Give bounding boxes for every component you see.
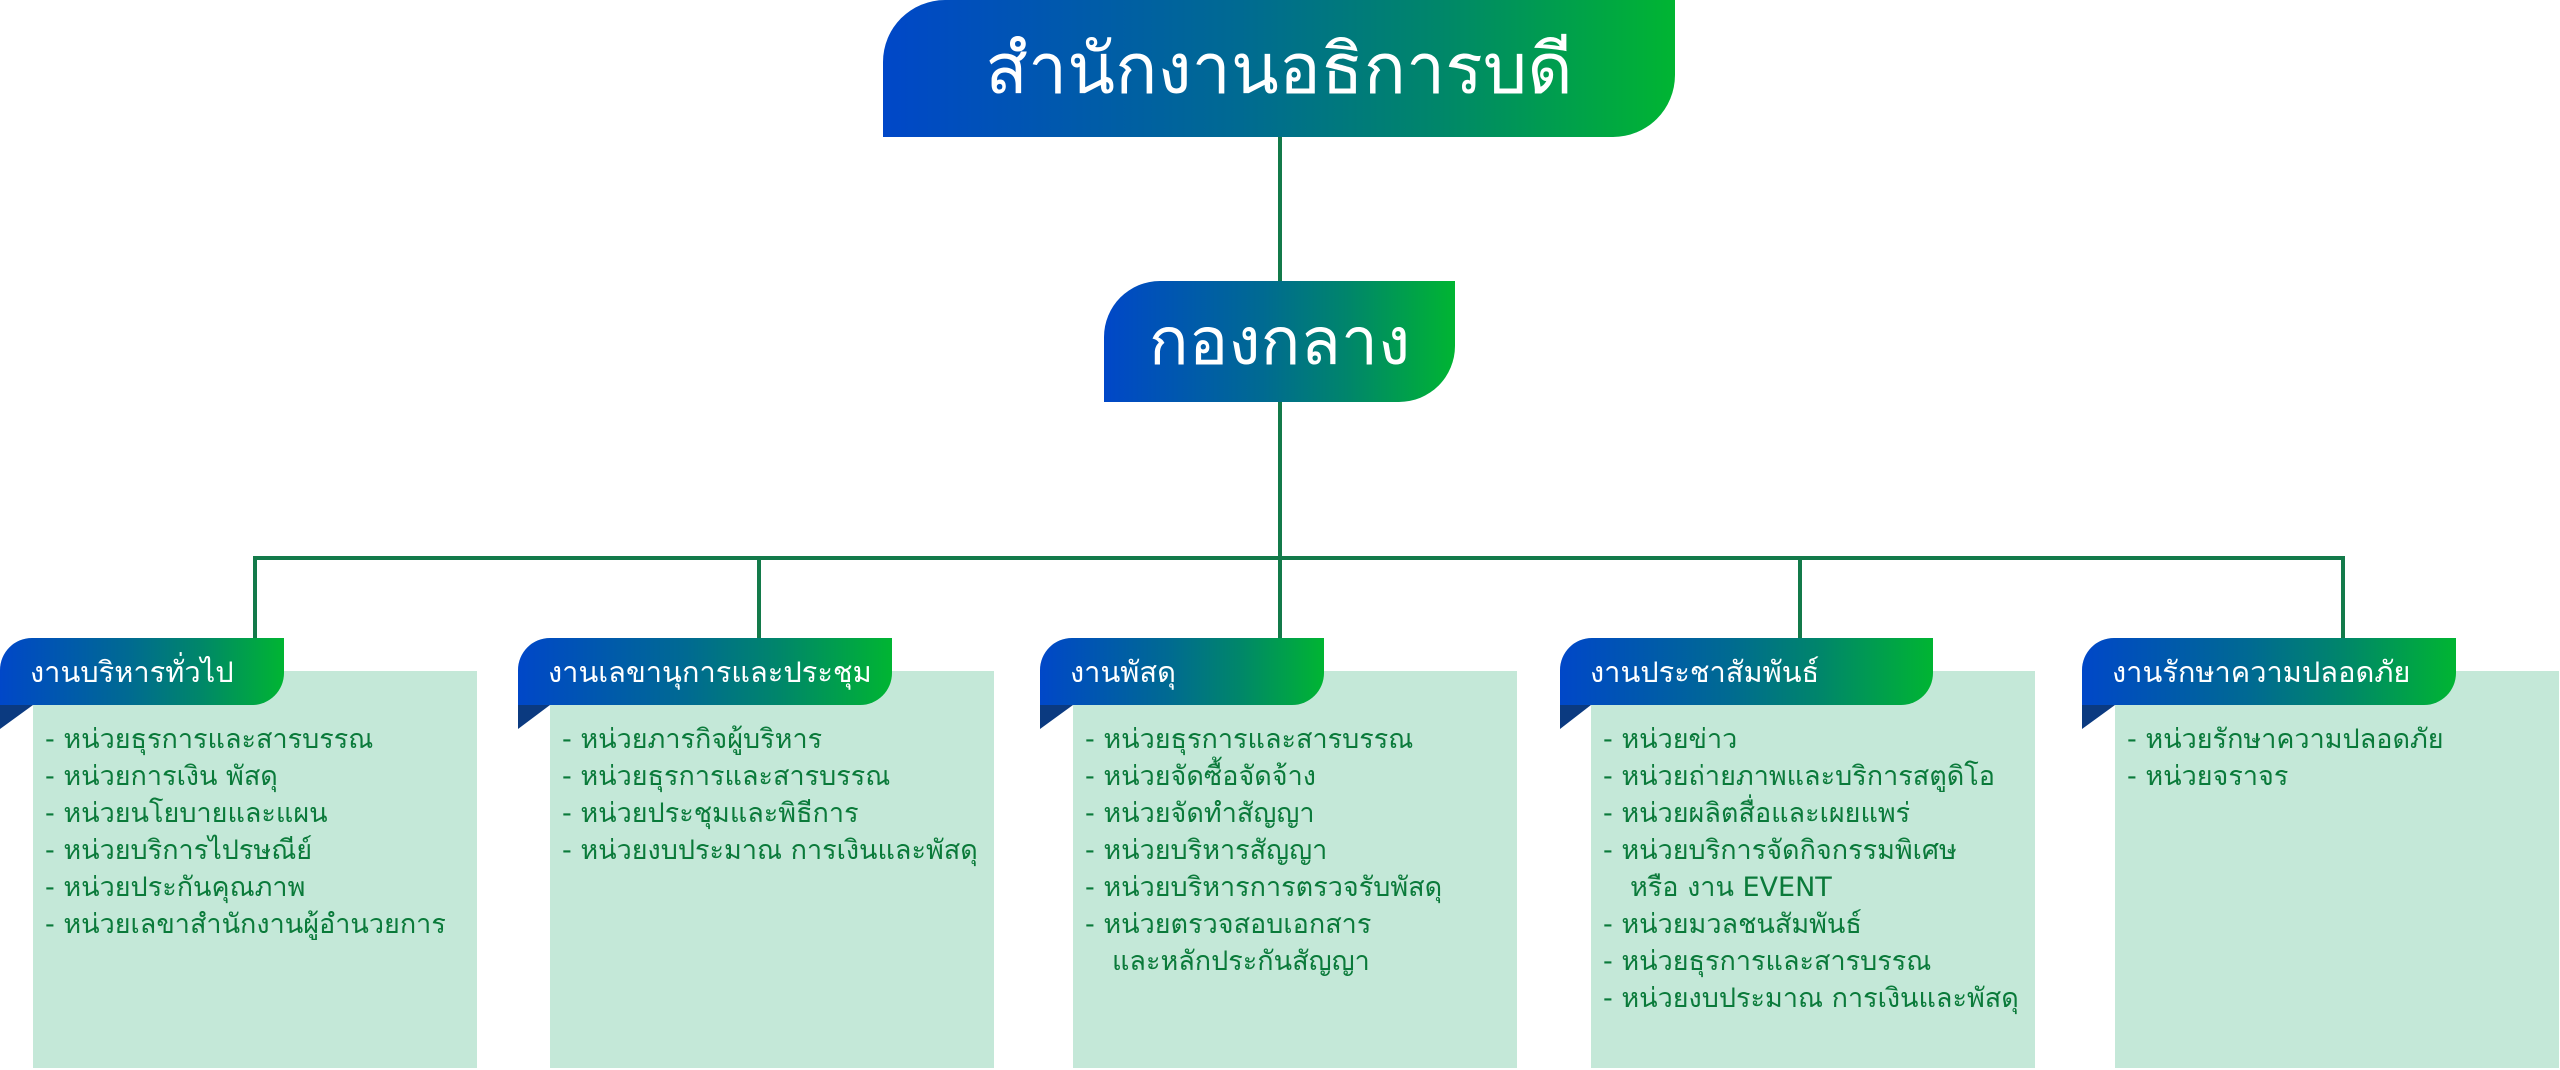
unit-item: - หน่วยธุรการและสารบรรณ <box>45 724 374 755</box>
unit-item: - หน่วยจราจร <box>2127 761 2289 792</box>
header-fold-shadow <box>518 705 550 729</box>
header-fold-shadow <box>1560 705 1591 729</box>
office-title: สำนักงานอธิการบดี <box>985 28 1573 110</box>
section-title: งานพัสดุ <box>1070 654 1176 689</box>
unit-item: - หน่วยถ่ายภาพและบริการสตูดิโอ <box>1603 761 1996 792</box>
section-header: งานพัสดุ <box>1040 638 1324 705</box>
unit-item: - หน่วยธุรการและสารบรรณ <box>1603 946 1932 977</box>
unit-item: - หน่วยเลขาสำนักงานผู้อำนวยการ <box>45 909 446 940</box>
connector-line <box>757 556 761 638</box>
unit-item: - หน่วยภารกิจผู้บริหาร <box>562 724 823 755</box>
section-box: - หน่วยรักษาความปลอดภัย - หน่วยจราจร <box>2115 671 2559 1068</box>
connector-line <box>1798 556 1802 638</box>
header-fold-shadow <box>0 705 33 729</box>
connector-line <box>253 556 257 638</box>
unit-item: - หน่วยบริหารการตรวจรับพัสดุ <box>1085 872 1443 903</box>
unit-item: - หน่วยบริการจัดกิจกรรมพิเศษ <box>1603 835 1957 866</box>
connector-line <box>1278 402 1282 638</box>
unit-item: - หน่วยจัดทำสัญญา <box>1085 798 1315 829</box>
header-fold-shadow <box>2082 705 2115 729</box>
unit-item: - หน่วยรักษาความปลอดภัย <box>2127 724 2444 755</box>
section-box: - หน่วยธุรการและสารบรรณ - หน่วยการเงิน พั… <box>33 671 477 1068</box>
unit-item: - หน่วยนโยบายและแผน <box>45 798 328 829</box>
section-header: งานประชาสัมพันธ์ <box>1560 638 1933 705</box>
horizontal-connector <box>253 556 2345 560</box>
unit-item: - หน่วยผลิตสื่อและเผยแพร่ <box>1603 798 1911 829</box>
unit-item: - หน่วยการเงิน พัสดุ <box>45 761 278 792</box>
section-box: - หน่วยข่าว - หน่วยถ่ายภาพและบริการสตูดิโ… <box>1591 671 2035 1068</box>
section-title: งานเลขานุการและประชุม <box>548 654 872 689</box>
unit-item: - หน่วยประกันคุณภาพ <box>45 872 306 903</box>
unit-item: - หน่วยงบประมาณ การเงินและพัสดุ <box>562 835 978 866</box>
section-header: งานเลขานุการและประชุม <box>518 638 892 705</box>
unit-item: - หน่วยธุรการและสารบรรณ <box>562 761 891 792</box>
connector-line <box>2341 556 2345 638</box>
section-title: งานบริหารทั่วไป <box>30 654 234 689</box>
unit-item: - หน่วยมวลชนสัมพันธ์ <box>1603 909 1862 940</box>
unit-item: - หน่วยงบประมาณ การเงินและพัสดุ <box>1603 983 2019 1014</box>
unit-item: และหลักประกันสัญญา <box>1112 946 1370 977</box>
section-header: งานบริหารทั่วไป <box>0 638 284 705</box>
unit-item: - หน่วยธุรการและสารบรรณ <box>1085 724 1414 755</box>
connector-line <box>1278 137 1282 281</box>
unit-item: - หน่วยจัดซื้อจัดจ้าง <box>1085 761 1316 792</box>
section-title: งานประชาสัมพันธ์ <box>1590 654 1820 689</box>
unit-item: - หน่วยประชุมและพิธีการ <box>562 798 859 829</box>
unit-item: - หน่วยบริการไปรษณีย์ <box>45 835 313 866</box>
section-title: งานรักษาความปลอดภัย <box>2112 654 2411 689</box>
unit-item: - หน่วยตรวจสอบเอกสาร <box>1085 909 1372 940</box>
section-box: - หน่วยภารกิจผู้บริหาร - หน่วยธุรการและสา… <box>550 671 994 1068</box>
section-header: งานรักษาความปลอดภัย <box>2082 638 2456 705</box>
division-title-box: กองกลาง <box>1104 281 1455 402</box>
header-fold-shadow <box>1040 705 1073 729</box>
unit-item: - หน่วยบริหารสัญญา <box>1085 835 1328 866</box>
section-box: - หน่วยธุรการและสารบรรณ - หน่วยจัดซื้อจัด… <box>1073 671 1517 1068</box>
unit-item: หรือ งาน EVENT <box>1630 872 1832 903</box>
unit-item: - หน่วยข่าว <box>1603 724 1738 755</box>
division-title: กองกลาง <box>1148 303 1411 380</box>
office-title-box: สำนักงานอธิการบดี <box>883 0 1675 137</box>
